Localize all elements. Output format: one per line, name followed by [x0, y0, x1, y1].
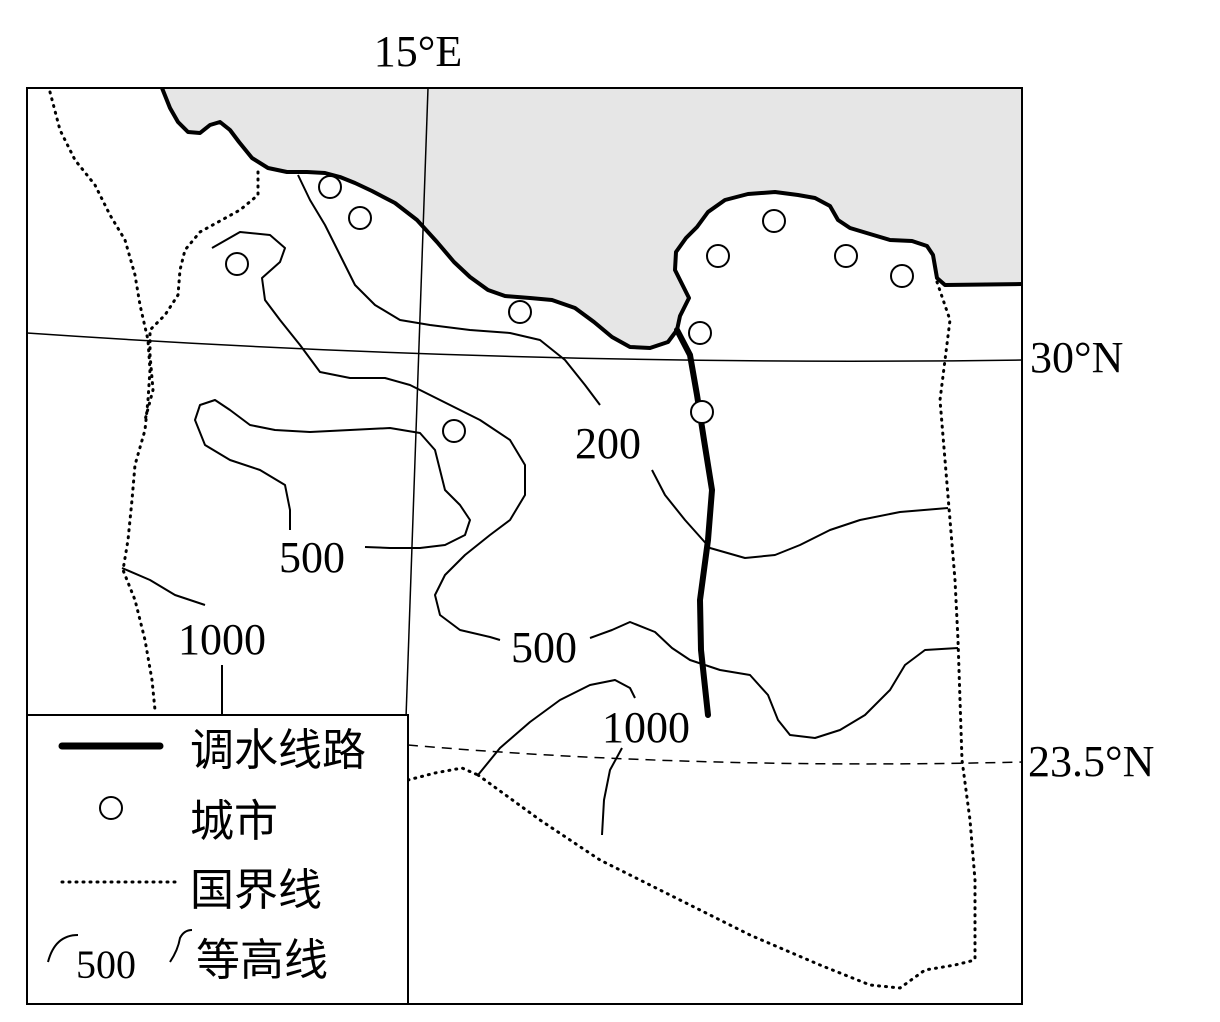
legend-label-route: 调水线路 [190, 725, 366, 776]
city-marker [318, 175, 342, 199]
city-marker [762, 209, 786, 233]
contour-label: 1000 [178, 615, 266, 664]
water-transfer-route [674, 327, 716, 718]
latitude-label-23-5n: 23.5°N [1028, 737, 1154, 786]
contour-label: 200 [575, 419, 641, 468]
border-west-outer [48, 90, 157, 712]
national-borders [48, 90, 977, 990]
contour-200 [297, 174, 601, 406]
map-frame [26, 87, 1023, 1005]
contour-500-loop [194, 399, 471, 549]
contour-label: 500 [511, 623, 577, 672]
legend-contour-symbol-right [169, 929, 193, 963]
contour-labels: 200 500 500 1000 1000 [174, 415, 694, 756]
latitude-label-30n: 30°N [1030, 333, 1123, 382]
city-marker [225, 252, 249, 276]
legend-contour-symbol-left [47, 934, 79, 963]
sea-area [162, 88, 1022, 348]
legend-city-symbol [99, 796, 123, 820]
legend-label-border: 国界线 [190, 865, 322, 916]
contour-label: 1000 [602, 703, 690, 752]
contour-lines [121, 174, 959, 836]
coastline [160, 87, 1023, 350]
city-marker [442, 419, 466, 443]
contour-500-north [211, 231, 526, 641]
border-east [935, 280, 977, 962]
border-southwest [406, 766, 480, 782]
border-south [476, 773, 977, 990]
contour-200-east [651, 469, 949, 559]
contour-label: 500 [279, 533, 345, 582]
city-marker [834, 244, 858, 268]
city-marker [348, 206, 372, 230]
contour-1000-southeast [601, 747, 623, 836]
city-marker [890, 264, 914, 288]
legend-label-contour: 等高线 [196, 935, 328, 986]
legend-box [26, 714, 409, 1005]
contour-500-east [589, 621, 959, 739]
city-marker [508, 300, 532, 324]
parallel-30n [26, 332, 1023, 362]
contour-1000-south [477, 679, 636, 776]
legend-label-city: 城市 [190, 796, 278, 847]
city-marker [688, 321, 712, 345]
legend: 调水线路 城市 国界线 500 等高线 [26, 714, 409, 1005]
city-marker [690, 400, 714, 424]
cities [225, 175, 914, 443]
longitude-label: 15°E [374, 27, 462, 76]
legend-contour-value: 500 [76, 942, 136, 987]
contour-1000-west [121, 567, 206, 606]
border-west-inner [143, 170, 260, 422]
city-marker [706, 244, 730, 268]
